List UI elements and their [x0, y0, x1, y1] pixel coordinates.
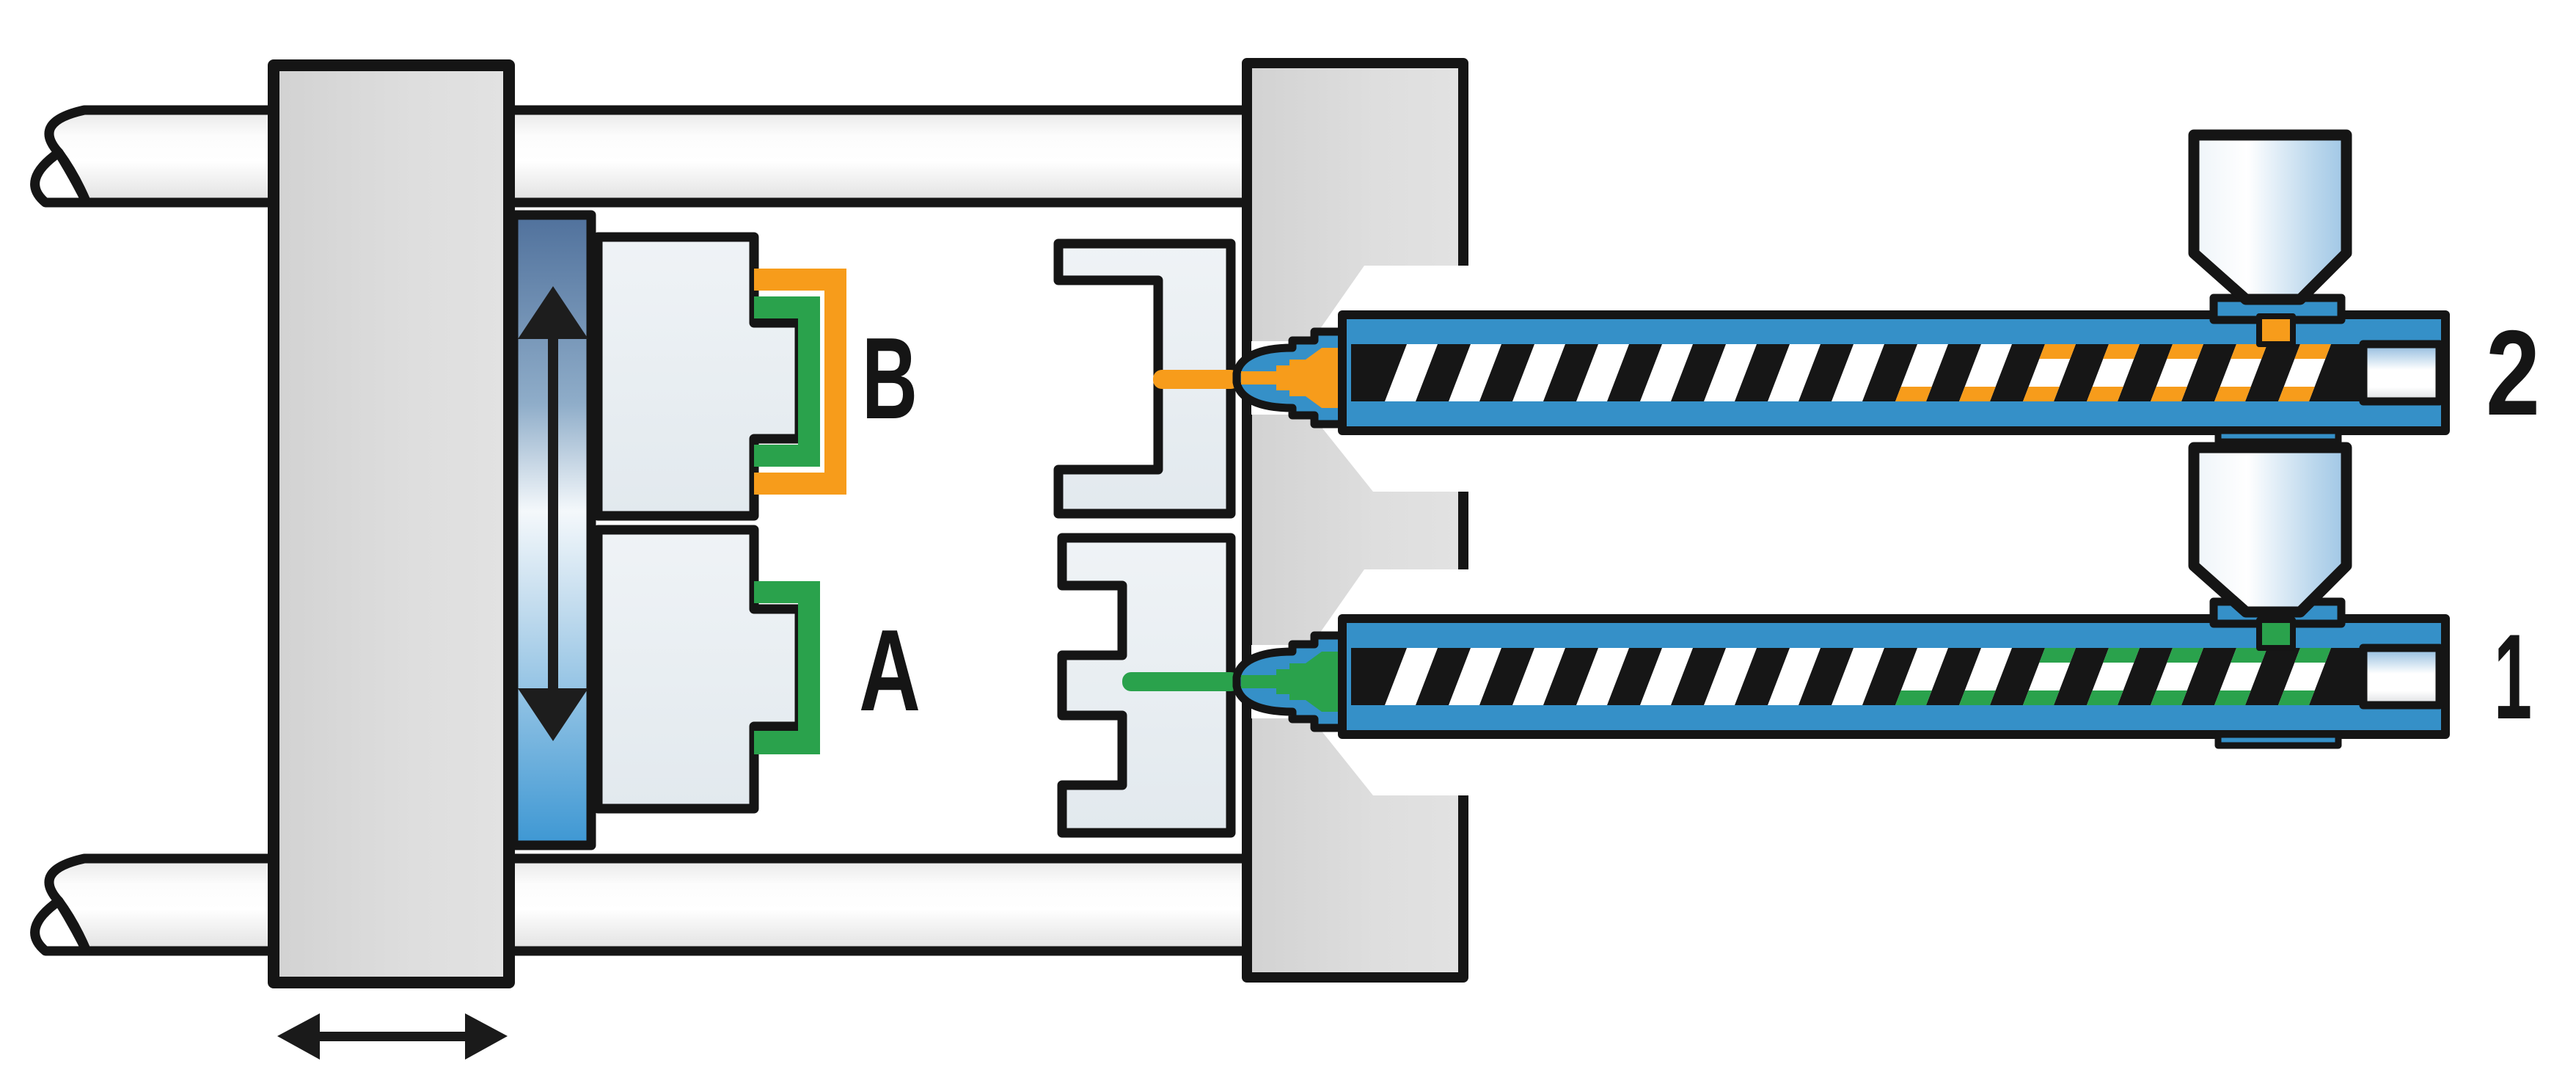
pellets-orange [2256, 313, 2296, 347]
screw-shank-bottom [2359, 644, 2444, 710]
mold-a-part-green [754, 581, 820, 754]
platen-travel-arrow-icon [277, 1013, 508, 1060]
mold-b-part-green [754, 296, 820, 467]
screw-flights-top [1385, 344, 2331, 401]
pellets-green [2256, 617, 2296, 651]
label-mold-half-b: B [862, 314, 918, 443]
barrel-foot-bottom [2214, 731, 2342, 749]
sprue-green [1122, 672, 1240, 691]
tie-bar-top [30, 105, 1252, 208]
fixed-mold-half-top [1053, 238, 1236, 519]
hopper-bottom [2188, 442, 2352, 618]
tie-bar-bottom [30, 853, 1252, 956]
label-unit-1: 1 [2494, 609, 2532, 744]
rotary-plate-arrow-icon [518, 286, 588, 741]
label-unit-2: 2 [2486, 305, 2540, 440]
nozzle-top-melt-orange [1241, 348, 1342, 408]
label-mold-half-a: A [859, 606, 921, 735]
hopper-top [2188, 129, 2352, 305]
moving-platen [268, 59, 515, 988]
screw-flights-bottom [1385, 648, 2331, 705]
fixed-platen [1242, 58, 1468, 983]
mold-b-part-orange [754, 269, 846, 495]
tie-bar-top-break-icon [30, 147, 92, 208]
screw-shank-top [2359, 340, 2444, 406]
barrel-foot-top [2214, 427, 2342, 445]
tie-bar-bottom-break-icon [30, 896, 92, 956]
nozzle-bottom-melt-green [1241, 652, 1342, 712]
sprue-orange [1153, 370, 1240, 389]
mold-half-a [593, 525, 805, 814]
